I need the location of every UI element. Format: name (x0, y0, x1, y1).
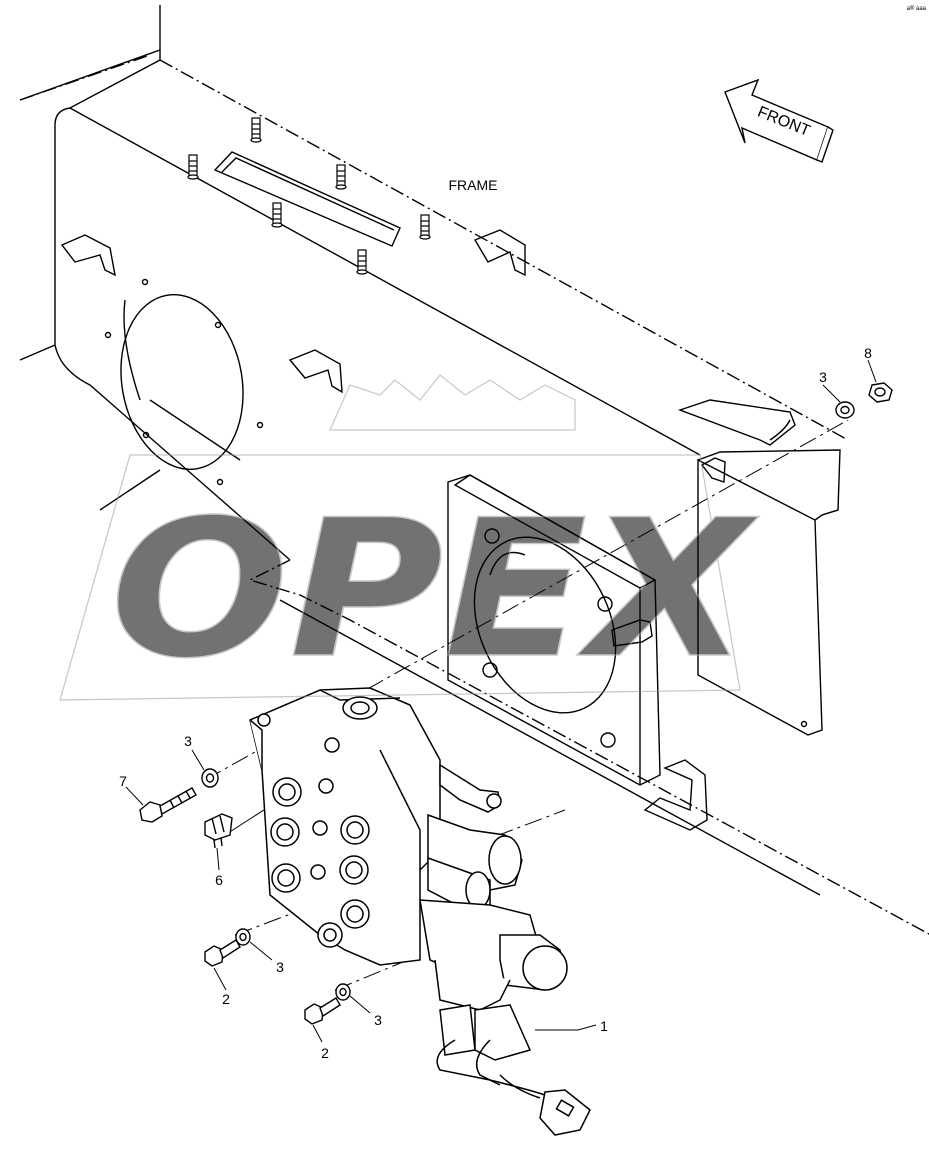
wiring-harness (436, 1039, 591, 1136)
callout-1: 1 (600, 1018, 608, 1034)
callout-3-lower: 3 (374, 1012, 382, 1028)
front-arrow-icon (724, 78, 834, 163)
short-bolt-upper (204, 939, 241, 967)
frame-studs (187, 117, 431, 275)
frame-label: FRAME (449, 177, 498, 193)
callout-3-upper: 3 (819, 369, 827, 385)
hardware (139, 382, 893, 1025)
adapter-plate (447, 474, 661, 786)
watermark-logo: OPEX (59, 374, 760, 701)
control-valve (249, 687, 568, 1061)
frame-structure (19, 5, 929, 935)
mounting-plate (643, 449, 841, 831)
callout-2-upper: 2 (222, 991, 230, 1007)
wire-clip (204, 813, 233, 849)
callout-8: 8 (864, 345, 872, 361)
washer-upper (835, 401, 855, 419)
washer-lower (335, 983, 351, 1001)
callouts: 1 2 2 3 3 3 3 6 7 8 (119, 345, 872, 1061)
corner-mark: a® aaa (907, 5, 927, 12)
callout-3-mid: 3 (276, 959, 284, 975)
short-bolt-lower (304, 997, 341, 1025)
callout-6: 6 (215, 872, 223, 888)
leader-lines (125, 359, 877, 1043)
hex-nut (868, 382, 893, 403)
washer-mid (235, 928, 251, 946)
callout-3-left: 3 (184, 733, 192, 749)
callout-2-lower: 2 (321, 1045, 329, 1061)
long-bolt (139, 787, 197, 823)
watermark-text: OPEX (110, 479, 759, 700)
washer-left (201, 768, 219, 788)
callout-7: 7 (119, 773, 127, 789)
